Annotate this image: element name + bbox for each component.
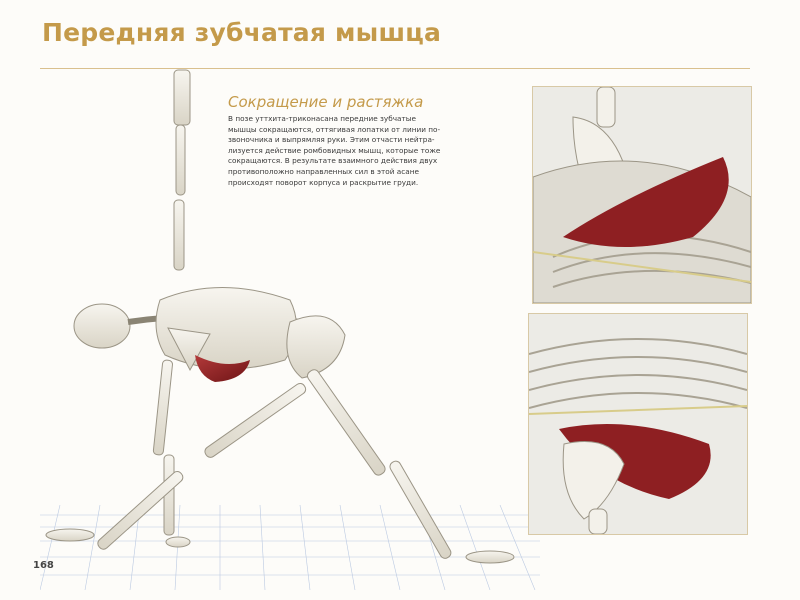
inset-closeup-bottom xyxy=(528,313,748,535)
page-number: 168 xyxy=(33,560,54,571)
body-line: мышцы сокращаются, оттягивая лопатки от … xyxy=(228,124,441,134)
body-line: противоположно направленных сил в этой а… xyxy=(228,166,419,176)
section-heading: Сокращение и растяжка xyxy=(228,93,424,111)
body-line: лизуется действие ромбовидных мышц, кото… xyxy=(228,145,441,155)
inset-bottom-illustration xyxy=(529,314,747,534)
body-line: В позе уттхита-триконасана передние зубч… xyxy=(228,114,416,123)
inset-top-illustration xyxy=(533,87,751,303)
body-line: звоночника и выпрямляя руки. Этим отчаст… xyxy=(228,135,435,145)
ribcage xyxy=(155,287,297,370)
body-line: происходят поворот корпуса и раскрытие г… xyxy=(228,177,419,187)
body-line: сокращаются. В результате взаимного дейс… xyxy=(228,156,438,166)
serratus-anterior-muscle xyxy=(195,355,250,382)
skull xyxy=(73,303,131,349)
title-divider xyxy=(40,68,750,69)
floor-grid xyxy=(40,505,540,590)
body-text: В позе уттхита-триконасана передние зубч… xyxy=(228,114,496,188)
scapula-bottom xyxy=(562,441,625,520)
hand-bones xyxy=(173,69,191,126)
serratus-anterior-muscle-top xyxy=(563,157,729,247)
page-title: Передняя зубчатая мышца xyxy=(42,18,442,47)
skeleton-illustration xyxy=(45,69,515,564)
inset-closeup-top xyxy=(532,86,752,304)
pelvis xyxy=(286,315,346,379)
